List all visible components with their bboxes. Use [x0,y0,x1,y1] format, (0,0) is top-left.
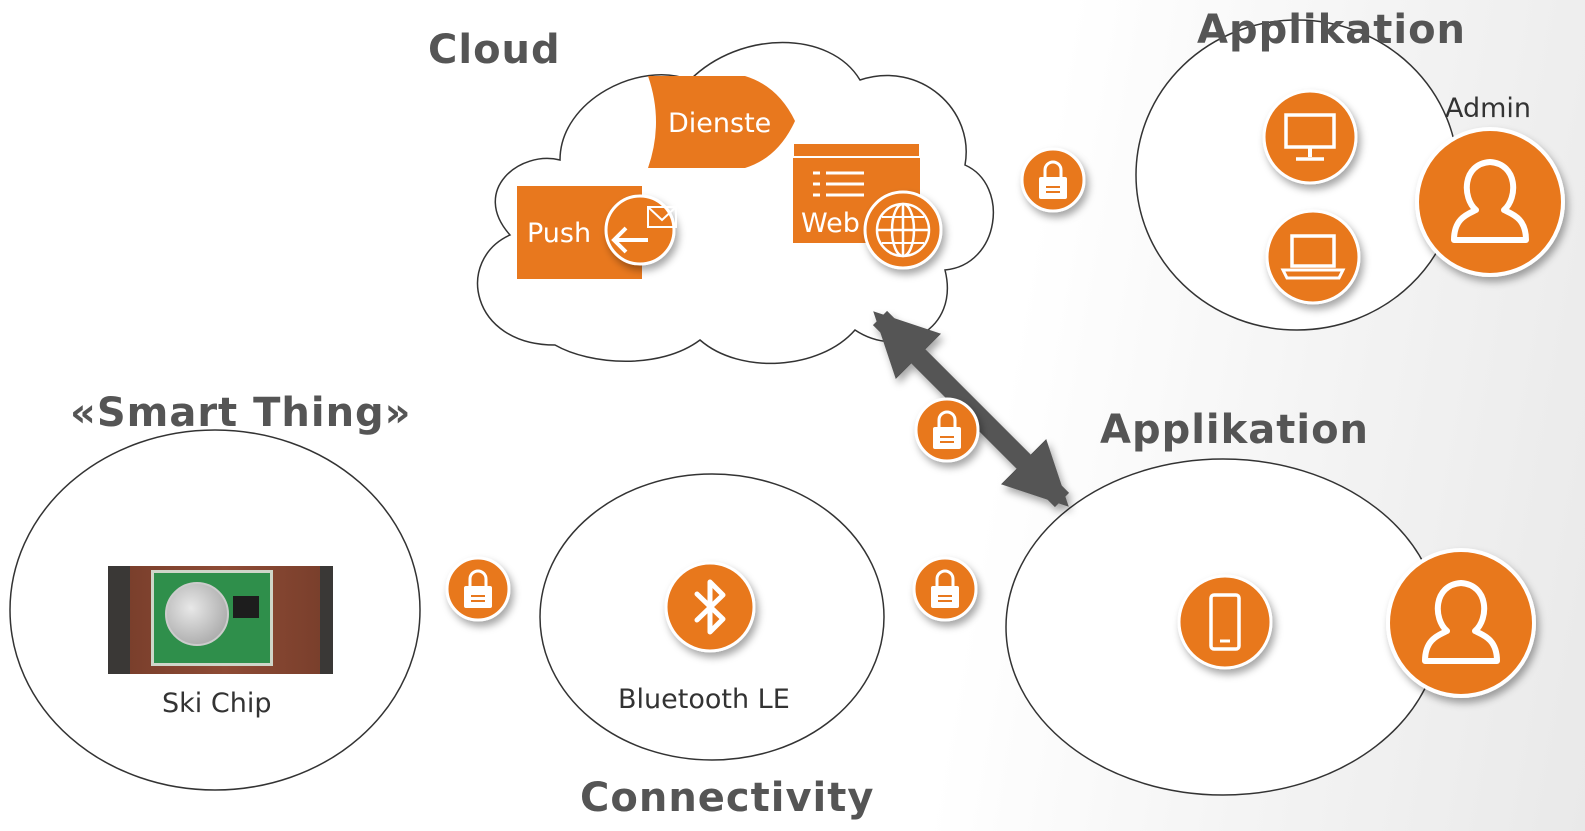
dienste-label: Dienste [668,108,771,139]
user-icon [1415,127,1565,277]
lock-icon [1020,147,1086,213]
lock-icon [914,397,980,463]
laptop-icon [1265,209,1361,305]
app-heading-mid: Applikation [1100,407,1370,453]
mail-return-icon [604,194,677,266]
list-icon [813,171,864,197]
bluetooth-label: Bluetooth LE [618,684,790,715]
lock-icon [912,556,978,622]
dienste-tile: Dienste [648,76,795,168]
bluetooth-icon [664,561,756,653]
ski-chip-photo [108,566,333,674]
web-tile: Web [792,142,943,270]
push-tile: Push [517,186,677,279]
smartphone-icon [1177,574,1273,670]
app-heading-top: Applikation [1197,7,1467,53]
web-label: Web [801,208,860,239]
user-icon [1386,548,1536,698]
cloud-shape [476,41,995,365]
smart-thing-heading: «Smart Thing» [70,390,412,436]
cloud-heading: Cloud [428,27,561,73]
push-label: Push [527,218,591,249]
ski-chip-label: Ski Chip [162,688,272,719]
admin-label: Admin [1445,93,1532,124]
lock-icon [445,556,511,622]
connectivity-heading: Connectivity [580,775,875,821]
globe-icon [863,190,943,270]
desktop-icon [1262,89,1358,185]
